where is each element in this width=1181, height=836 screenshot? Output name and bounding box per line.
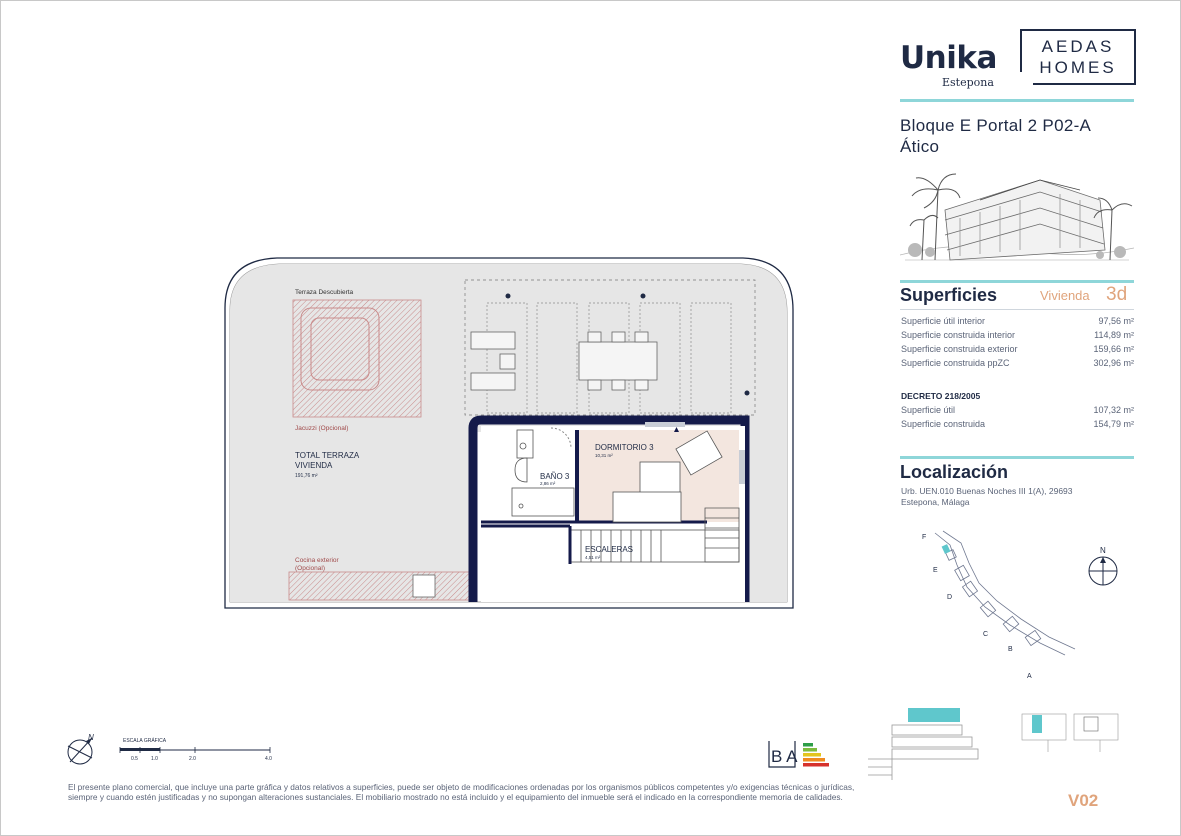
block-label-e: E — [933, 567, 938, 574]
outdoor-kitchen — [288, 571, 476, 601]
brand-logo: Unika Estepona — [900, 40, 997, 89]
terrace-label: Terraza Descubierta — [295, 289, 354, 296]
floor-plan: Terraza Descubierta Jacuzzi (Opcional) T… — [224, 257, 794, 609]
total-terrace-label: TOTAL TERRAZA — [295, 451, 360, 460]
superficies-title: Superficies — [900, 285, 998, 305]
surface-label: Superficie útil interior — [901, 316, 986, 326]
north-arrow-icon: N — [1088, 546, 1118, 586]
floor-plan-thumbnails — [1021, 713, 1119, 752]
decreto-label: Superficie construida — [901, 419, 986, 429]
partner-logo: AEDAS HOMES — [1019, 29, 1136, 86]
block-label-c: C — [983, 631, 988, 638]
scale-tick-label: 4.0 — [265, 756, 272, 762]
energy-rating-badge: B A — [768, 741, 829, 768]
surface-value: 302,96 m² — [1093, 358, 1134, 368]
decreto-value: 154,79 m² — [1093, 419, 1134, 429]
stairs-label: ESCALERAS — [585, 545, 633, 554]
header-divider — [900, 99, 1134, 102]
total-terrace-label-2: VIVIENDA — [295, 461, 333, 470]
energy-rating-letters: B A — [771, 747, 798, 766]
bedroom-area-value: 10,31 m² — [595, 453, 613, 458]
decreto-value: 107,32 m² — [1093, 405, 1134, 415]
scale-tick-label: 2.0 — [189, 756, 196, 762]
block-label-a: A — [1027, 673, 1032, 680]
localizacion-title: Localización — [900, 462, 1009, 482]
vivienda-type: 3d — [1106, 284, 1128, 305]
sketch-divider — [900, 280, 1134, 283]
location-divider — [900, 456, 1134, 459]
brand-name: Unika — [900, 40, 997, 76]
block-label-f: F — [922, 534, 926, 541]
selected-block-marker — [941, 544, 951, 554]
address-line2: Estepona, Málaga — [901, 497, 970, 507]
total-terrace-area: 191,76 m² — [295, 473, 318, 479]
site-location-map: F E D C B A N — [922, 530, 1118, 680]
superficies-divider — [900, 309, 1134, 310]
section-thumbnail — [868, 708, 979, 780]
surface-label: Superficie construida exterior — [901, 344, 1018, 354]
kitchen-label-2: (Opcional) — [295, 565, 325, 572]
partner-logo-notch — [1019, 72, 1033, 86]
decreto-label: Superficie útil — [901, 405, 956, 415]
brand-location: Estepona — [942, 76, 994, 89]
address: Urb. UEN.010 Buenas Noches III 1(A), 296… — [901, 486, 1073, 508]
block-label-d: D — [947, 594, 952, 601]
jacuzzi-label: Jacuzzi (Opcional) — [295, 425, 348, 432]
stairs-area-value: 4,51 m² — [585, 555, 601, 560]
graphic-scale: ESCALA GRÁFICA 0.5 1.0 2.0 4.0 — [119, 737, 272, 762]
decreto-title: DECRETO 218/2005 — [901, 391, 981, 401]
north-label: N — [1100, 546, 1106, 555]
surface-value: 114,89 m² — [1094, 330, 1134, 340]
surface-label: Superficie construida ppZC — [901, 358, 1010, 368]
partner-logo-line2: HOMES — [1039, 58, 1117, 77]
north-arrow-icon: N — [67, 733, 94, 765]
version-code: V02 — [1068, 791, 1099, 810]
legal-disclaimer: El presente plano comercial, que incluye… — [68, 782, 855, 802]
bathroom-label: BAÑO 3 — [540, 472, 570, 481]
kitchen-label: Cocina exterior — [295, 557, 340, 564]
scale-tick-label: 0.5 — [131, 756, 138, 762]
block-label-b: B — [1008, 646, 1013, 653]
partner-logo-line1: AEDAS — [1041, 37, 1115, 56]
address-line1: Urb. UEN.010 Buenas Noches III 1(A), 296… — [901, 486, 1073, 496]
bathroom-area-value: 2,86 m² — [540, 481, 556, 486]
north-label-small: N — [88, 733, 94, 742]
scale-title: ESCALA GRÁFICA — [123, 737, 167, 744]
building-sketch-image — [900, 173, 1134, 261]
surface-label: Superficie construida interior — [901, 330, 1016, 340]
vivienda-label: Vivienda — [1040, 288, 1090, 303]
surface-value: 97,56 m² — [1098, 316, 1134, 326]
unit-title-line2: Ático — [900, 137, 940, 156]
unit-title-line1: Bloque E Portal 2 P02-A — [900, 116, 1092, 135]
bedroom-label: DORMITORIO 3 — [595, 443, 654, 452]
surface-value: 159,66 m² — [1093, 344, 1134, 354]
unit-title: Bloque E Portal 2 P02-A Ático — [900, 115, 1091, 157]
scale-tick-label: 1.0 — [151, 756, 158, 762]
